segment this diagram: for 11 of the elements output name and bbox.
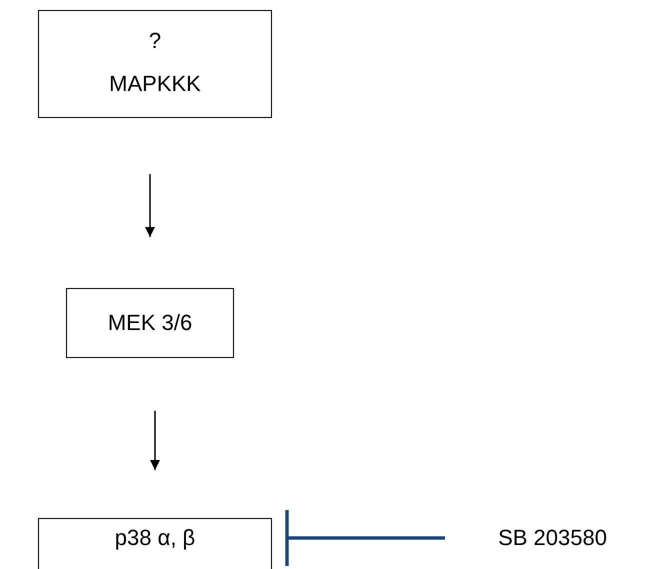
process-box xyxy=(66,288,234,358)
node-label: MEK 3/6 xyxy=(108,310,192,336)
node-label: p38 α, β xyxy=(114,525,196,551)
node-label: MAPKKK xyxy=(109,70,201,96)
inhibition-line xyxy=(285,508,445,568)
inhibitor-label: SB 203580 xyxy=(460,518,645,558)
node-label: ? xyxy=(148,28,162,54)
process-box xyxy=(38,10,272,118)
arrow xyxy=(145,174,155,237)
arrow xyxy=(150,410,160,470)
process-box xyxy=(38,518,272,569)
